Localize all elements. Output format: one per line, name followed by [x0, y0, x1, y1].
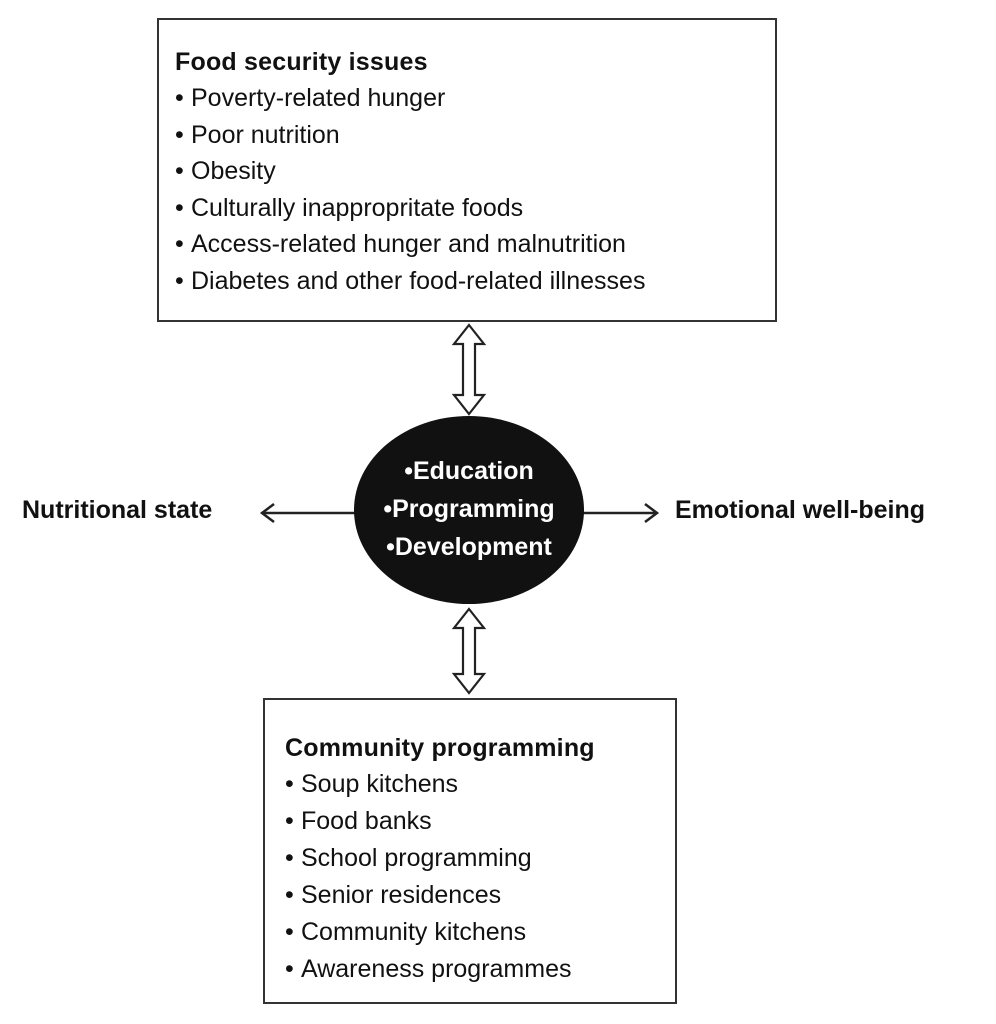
- list-item-text: Poverty-related hunger: [191, 84, 446, 112]
- list-item: •Diabetes and other food-related illness…: [175, 263, 775, 300]
- center-item-education: •Education: [404, 457, 534, 485]
- community-programming-list: •Soup kitchens •Food banks •School progr…: [285, 766, 675, 988]
- double-arrow-bottom-icon: [451, 607, 487, 695]
- list-item: •Access-related hunger and malnutrition: [175, 226, 775, 263]
- bullet: •: [175, 120, 184, 149]
- center-items: •Education •Programming •Development: [354, 452, 584, 566]
- bullet: •: [285, 807, 294, 835]
- community-programming-box: Community programming •Soup kitchens •Fo…: [263, 698, 677, 1004]
- list-item: •Community kitchens: [285, 914, 675, 951]
- list-item-text: Senior residences: [301, 881, 502, 909]
- bullet: •: [285, 955, 294, 983]
- food-security-title: Food security issues: [175, 48, 428, 76]
- bullet: •: [175, 157, 184, 185]
- list-item-text: Obesity: [191, 157, 276, 185]
- list-item: •Obesity: [175, 153, 775, 190]
- bullet: •: [175, 266, 184, 295]
- list-item: •Soup kitchens: [285, 766, 675, 803]
- list-item-text: Community kitchens: [301, 918, 527, 946]
- center-item-programming: •Programming: [383, 495, 555, 523]
- emotional-well-being-label: Emotional well-being: [675, 496, 926, 524]
- double-arrow-top-icon: [451, 323, 487, 416]
- bullet: •: [285, 770, 294, 798]
- community-programming-title: Community programming: [285, 734, 595, 762]
- list-item: •Culturally inappropritate foods: [175, 190, 775, 227]
- food-security-list: •Poverty-related hunger •Poor nutrition …: [175, 80, 775, 299]
- list-item-text: School programming: [301, 844, 532, 872]
- list-item: •School programming: [285, 840, 675, 877]
- list-item-text: Poor nutrition: [191, 120, 340, 149]
- list-item-text: Culturally inappropritate foods: [191, 193, 524, 222]
- food-security-box: Food security issues •Poverty-related hu…: [157, 18, 777, 322]
- bullet: •: [175, 193, 184, 222]
- nutritional-state-label: Nutritional state: [22, 496, 213, 524]
- bullet: •: [285, 881, 294, 909]
- list-item: •Senior residences: [285, 877, 675, 914]
- list-item-text: Soup kitchens: [301, 770, 459, 798]
- center-item-development: •Development: [386, 533, 552, 561]
- list-item: •Poor nutrition: [175, 117, 775, 154]
- center-ellipse: [354, 416, 584, 604]
- list-item-text: Access-related hunger and malnutrition: [191, 230, 626, 258]
- arrow-left-icon: [259, 503, 357, 523]
- list-item-text: Awareness programmes: [301, 955, 572, 983]
- arrow-right-icon: [582, 503, 660, 523]
- bullet: •: [175, 84, 184, 112]
- list-item: •Awareness programmes: [285, 951, 675, 988]
- list-item-text: Food banks: [301, 807, 432, 835]
- bullet: •: [175, 230, 184, 258]
- bullet: •: [285, 844, 294, 872]
- list-item: •Poverty-related hunger: [175, 80, 775, 117]
- list-item: •Food banks: [285, 803, 675, 840]
- bullet: •: [285, 918, 294, 946]
- list-item-text: Diabetes and other food-related illnesse…: [191, 266, 646, 295]
